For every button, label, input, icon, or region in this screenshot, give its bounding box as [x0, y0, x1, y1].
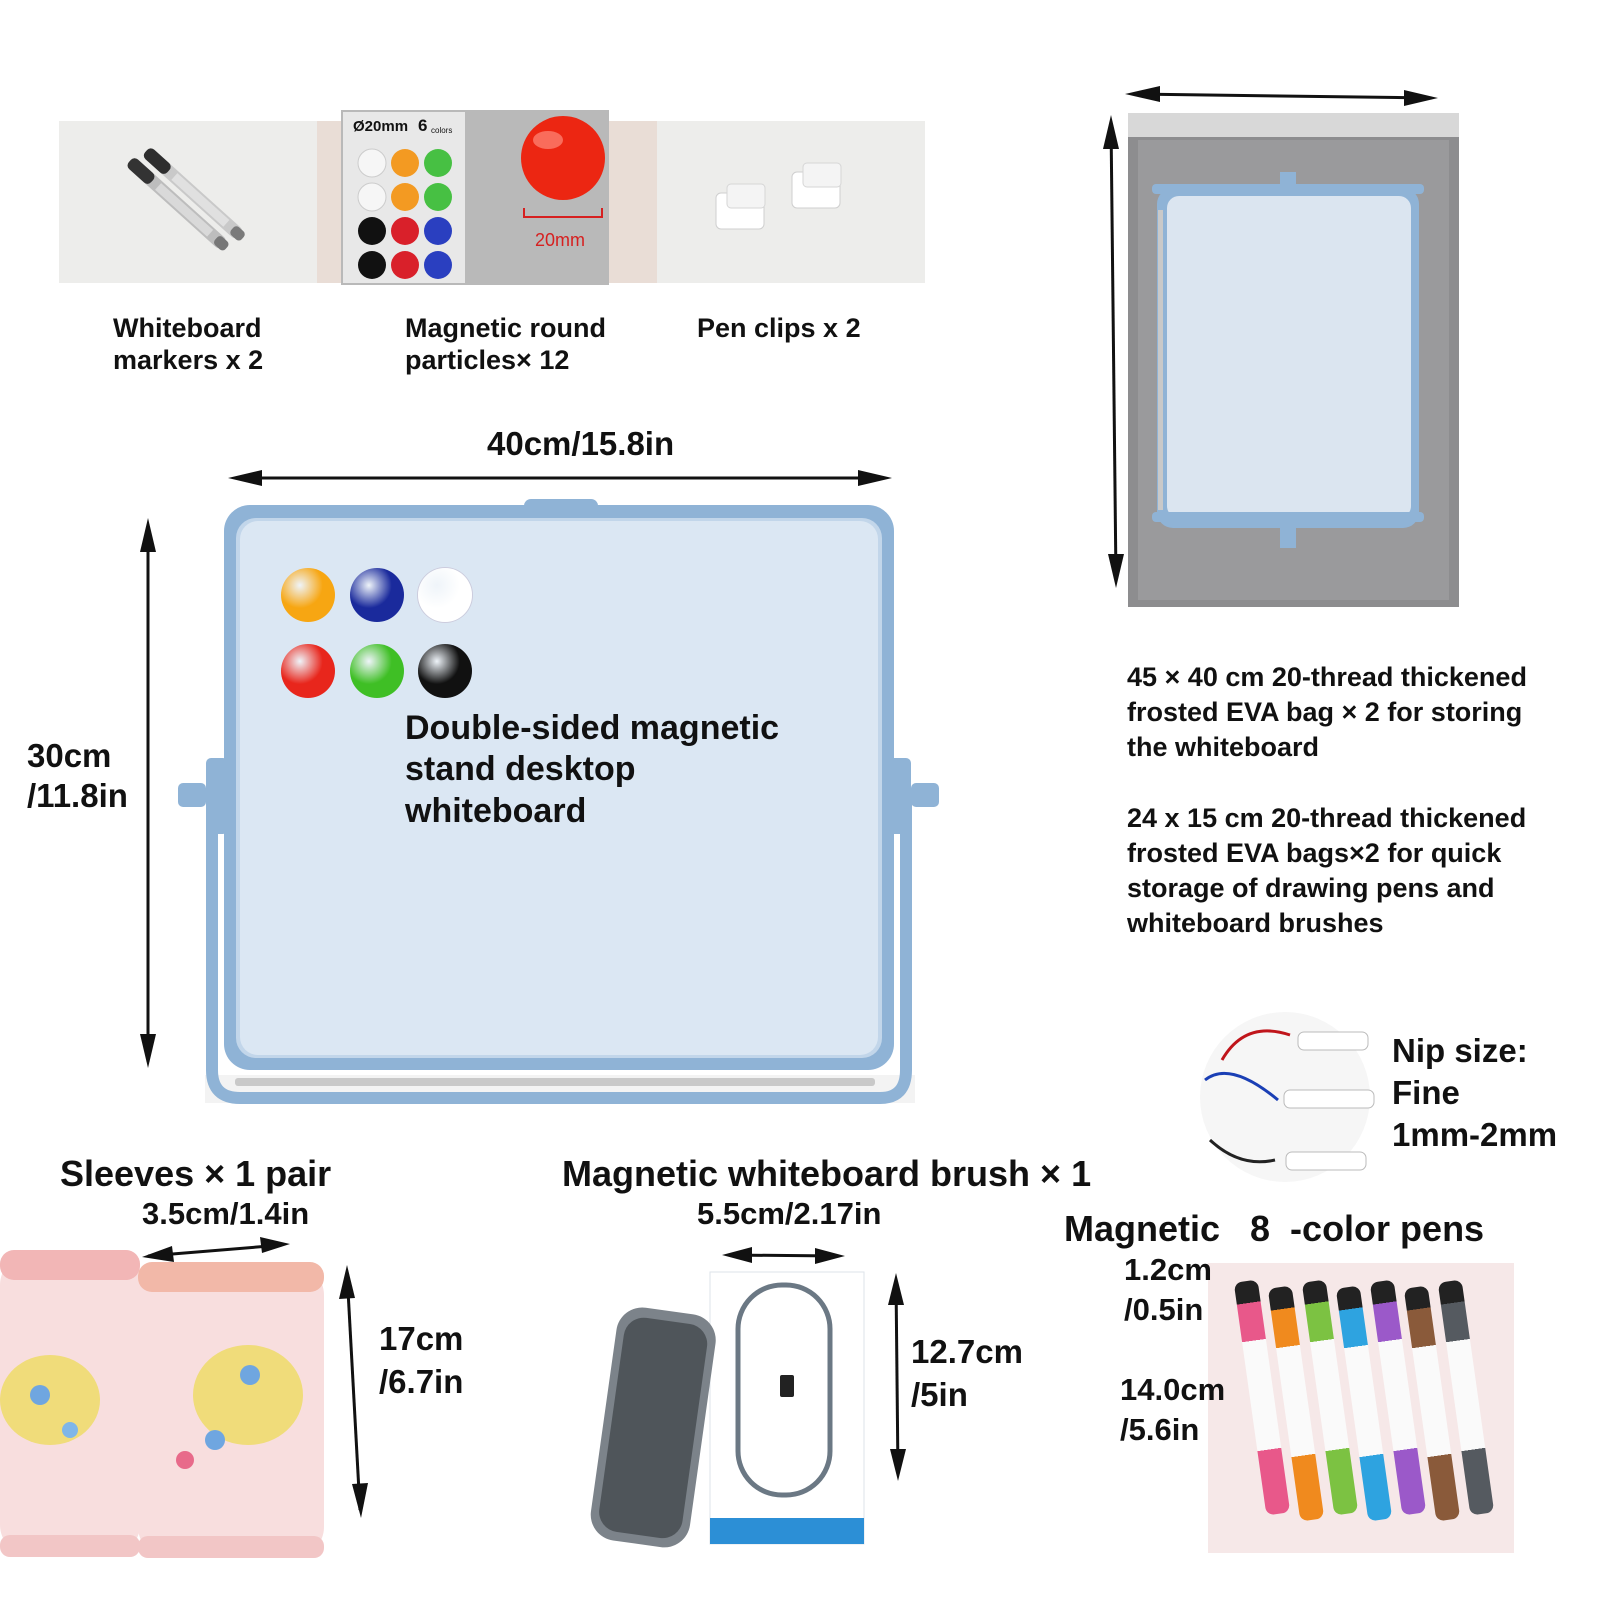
pen-row	[1233, 1279, 1510, 1530]
brush-title: Magnetic whiteboard brush × 1	[562, 1153, 1092, 1194]
large-bag-text: 45 × 40 cm 20-thread thickened frosted E…	[1127, 662, 1527, 763]
pens-title: Magnetic 8 -color pens	[1064, 1208, 1485, 1249]
pens-height-label: 14.0cm /5.6in	[1120, 1372, 1226, 1448]
nib-size-text: Nip size: Fine 1mm-2mm	[1392, 1032, 1558, 1154]
sleeves-title: Sleeves × 1 pair	[60, 1153, 332, 1194]
board-magnet-red	[281, 644, 335, 698]
magnet-grid-icon	[357, 148, 452, 279]
magnets-label: Magnetic round particles× 12	[405, 313, 606, 376]
markers-photo	[59, 121, 317, 283]
marker-pen-icon	[127, 148, 245, 251]
board-magnet-black	[418, 644, 472, 698]
board-magnet-orange	[281, 568, 335, 622]
brush-width-label: 5.5cm/2.17in	[697, 1196, 882, 1231]
pen-clips-label: Pen clips x 2	[697, 313, 861, 343]
magnet-box-count: 6	[418, 116, 428, 135]
sleeves-illustration	[0, 1250, 324, 1558]
whiteboard-height-label: 30cm /11.8in	[27, 737, 128, 814]
photo-divider	[609, 121, 657, 283]
pen-clips-photo	[657, 121, 925, 283]
pens-width-label: 1.2cm /0.5in	[1124, 1252, 1212, 1328]
board-magnet-white	[418, 568, 472, 622]
board-magnet-green	[350, 644, 404, 698]
whiteboard-product-label: Double-sided magnetic stand desktop whit…	[405, 709, 780, 830]
magnet-box-size: Ø20mm	[353, 118, 409, 135]
whiteboard-width-label: 40cm/15.8in	[487, 425, 675, 462]
pen-clip-icon	[715, 162, 842, 230]
storage-bag-illustration	[1128, 113, 1459, 607]
brush-illustration	[590, 1271, 865, 1548]
photo-divider	[317, 121, 341, 283]
sleeves-width-label: 3.5cm/1.4in	[142, 1196, 310, 1231]
board-magnet-blue	[350, 568, 404, 622]
large-magnet-icon	[521, 116, 605, 218]
magnet-box-colors: colors	[431, 126, 453, 135]
sleeves-height-label: 17cm /6.7in	[379, 1320, 464, 1400]
markers-label: Whiteboard markers x 2	[113, 313, 264, 376]
brush-height-label: 12.7cm /5in	[911, 1333, 1023, 1413]
small-bag-text: 24 x 15 cm 20-thread thickened frosted E…	[1127, 803, 1527, 939]
magnet-dimension-label: 20mm	[535, 230, 586, 250]
nib-detail-illustration	[1200, 1012, 1375, 1182]
